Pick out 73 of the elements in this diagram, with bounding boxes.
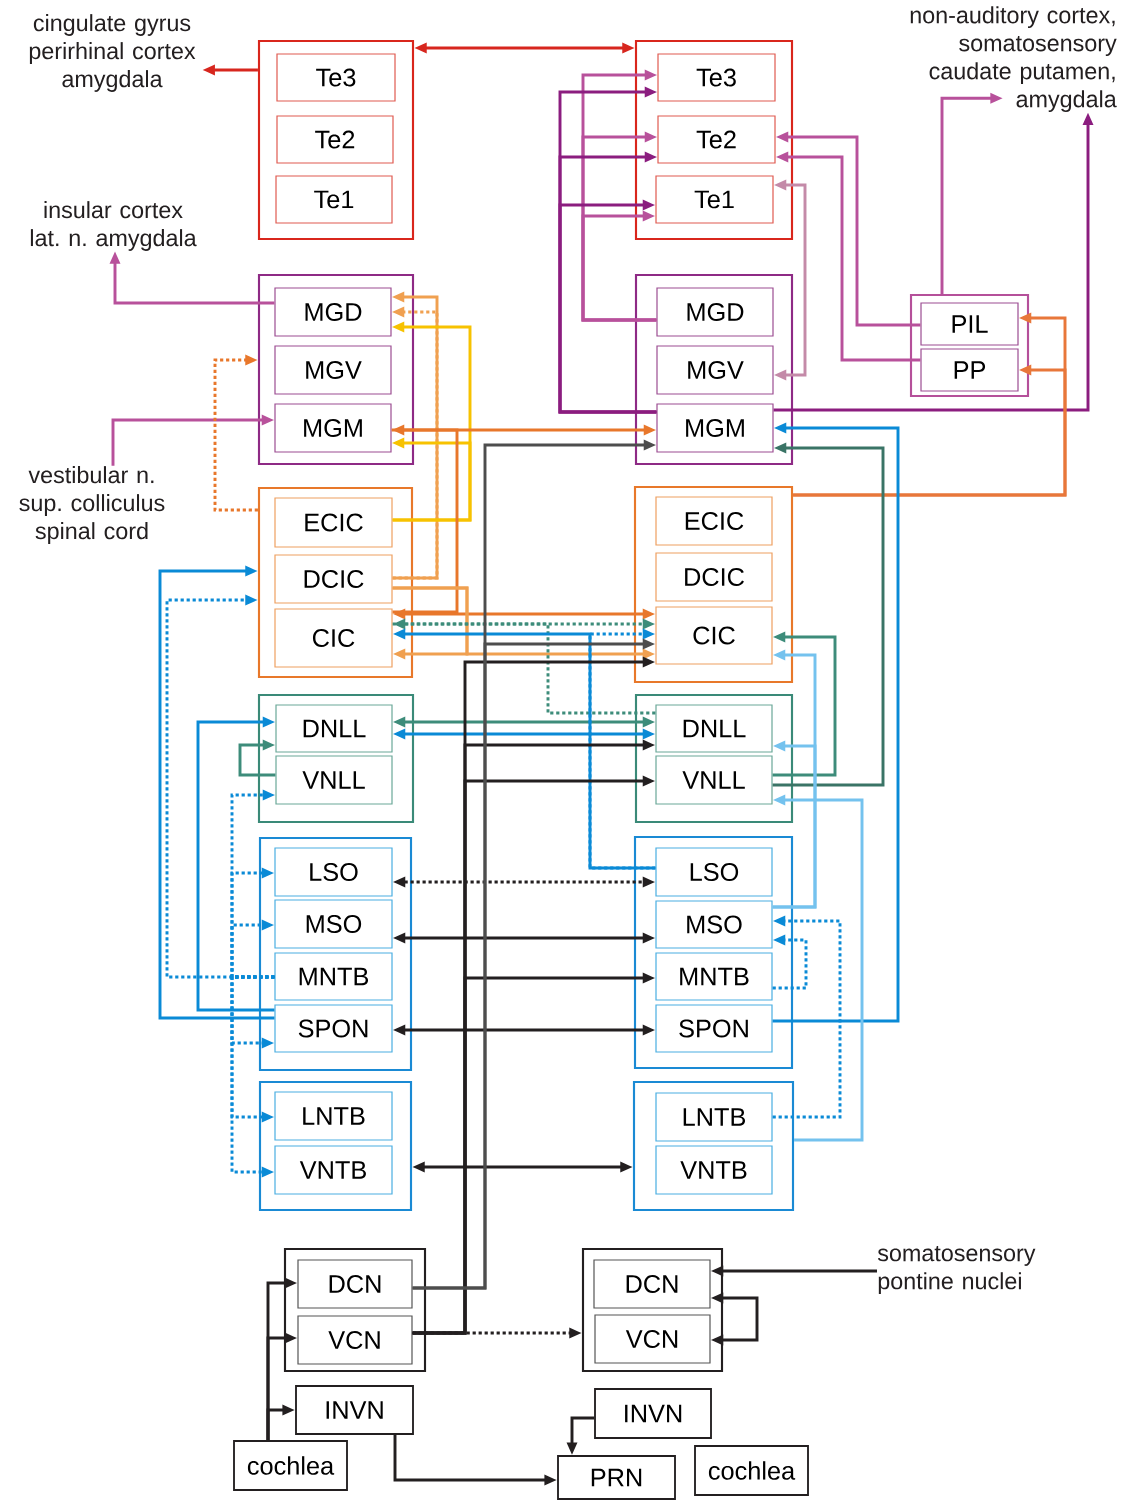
- nucleus-box: VNTB: [655, 1145, 773, 1195]
- nucleus-box: MSO: [655, 900, 773, 949]
- nucleus-box: CIC: [274, 608, 393, 668]
- group-box: [632, 1080, 795, 1212]
- group-box: [257, 273, 415, 466]
- group-box: [258, 1080, 413, 1212]
- nucleus-box: VNTB: [274, 1145, 393, 1195]
- nucleus-box: Te2: [276, 115, 394, 164]
- group-box: [909, 293, 1030, 398]
- nucleus-box: Te2: [657, 115, 776, 164]
- label-box: cochlea: [694, 1445, 809, 1496]
- group-box: [634, 39, 794, 241]
- nucleus-box: PIL: [920, 302, 1019, 346]
- arrow: [558, 199, 657, 414]
- nucleus-box: Te3: [657, 53, 776, 102]
- nucleus-box: MNTB: [274, 952, 393, 1001]
- nucleus-box: VNLL: [275, 755, 393, 805]
- group-box: [257, 486, 414, 679]
- nucleus-box: LSO: [274, 847, 393, 897]
- label-box: INVN: [594, 1388, 712, 1439]
- nucleus-box: ECIC: [274, 497, 393, 548]
- nucleus-box: MGV: [656, 345, 774, 395]
- nucleus-box: LNTB: [655, 1092, 773, 1142]
- nucleus-box: DCN: [593, 1259, 711, 1309]
- region-label: somatosensory pontine nuclei: [877, 1246, 1036, 1294]
- region-label: insular cortex lat. n. amygdala: [30, 201, 197, 251]
- nucleus-box: Te1: [275, 175, 393, 224]
- nucleus-box: MNTB: [655, 952, 773, 1001]
- nucleus-box: MGD: [656, 287, 774, 337]
- label-box: cochlea: [233, 1440, 348, 1491]
- group-box: [633, 485, 794, 684]
- nucleus-box: SPON: [655, 1004, 773, 1053]
- region-label: cingulate gyrus perirhinal cortex amygdala: [29, 14, 196, 92]
- nucleus-box: DNLL: [275, 704, 393, 753]
- group-box: [283, 1247, 427, 1373]
- nucleus-box: MGM: [656, 403, 774, 453]
- region-label: non-auditory cortex, somatosensory caudate putamen, amygdala: [910, 6, 1117, 113]
- nucleus-box: VCN: [297, 1315, 413, 1365]
- group-box: [257, 39, 415, 241]
- arrow: [213, 354, 258, 512]
- nucleus-box: Te3: [276, 53, 396, 102]
- nucleus-box: DNLL: [655, 704, 773, 753]
- nucleus-box: DCIC: [655, 552, 773, 602]
- nucleus-box: DCN: [297, 1259, 413, 1309]
- group-box: [634, 693, 794, 824]
- arrow: [158, 565, 275, 1020]
- region-label: vestibular n. sup. colliculus spinal cord: [19, 466, 165, 544]
- group-box: [634, 273, 794, 466]
- group-box: [257, 693, 415, 824]
- group-box: [581, 1247, 724, 1373]
- label-box: INVN: [295, 1385, 414, 1435]
- arrow: [581, 210, 657, 322]
- nucleus-box: MGM: [274, 403, 392, 453]
- arrow: [196, 716, 275, 1012]
- nucleus-box: VNLL: [655, 755, 773, 805]
- nucleus-box: PP: [920, 348, 1019, 392]
- arrow: [238, 739, 276, 777]
- nucleus-box: ECIC: [655, 496, 773, 546]
- arrow: [230, 919, 275, 979]
- nucleus-box: DCIC: [274, 554, 393, 604]
- nucleus-box: SPON: [274, 1004, 393, 1053]
- nucleus-box: LSO: [655, 847, 773, 897]
- nucleus-box: Te1: [655, 175, 774, 224]
- group-box: [633, 835, 794, 1070]
- label-box: PRN: [557, 1455, 676, 1500]
- nucleus-box: MGD: [274, 287, 392, 337]
- nucleus-box: VCN: [594, 1314, 711, 1364]
- nucleus-box: LNTB: [274, 1091, 393, 1141]
- group-box: [258, 836, 413, 1072]
- nucleus-box: CIC: [655, 606, 773, 665]
- nucleus-box: MGV: [274, 345, 392, 395]
- arrow: [588, 628, 656, 870]
- nucleus-box: MSO: [274, 899, 393, 949]
